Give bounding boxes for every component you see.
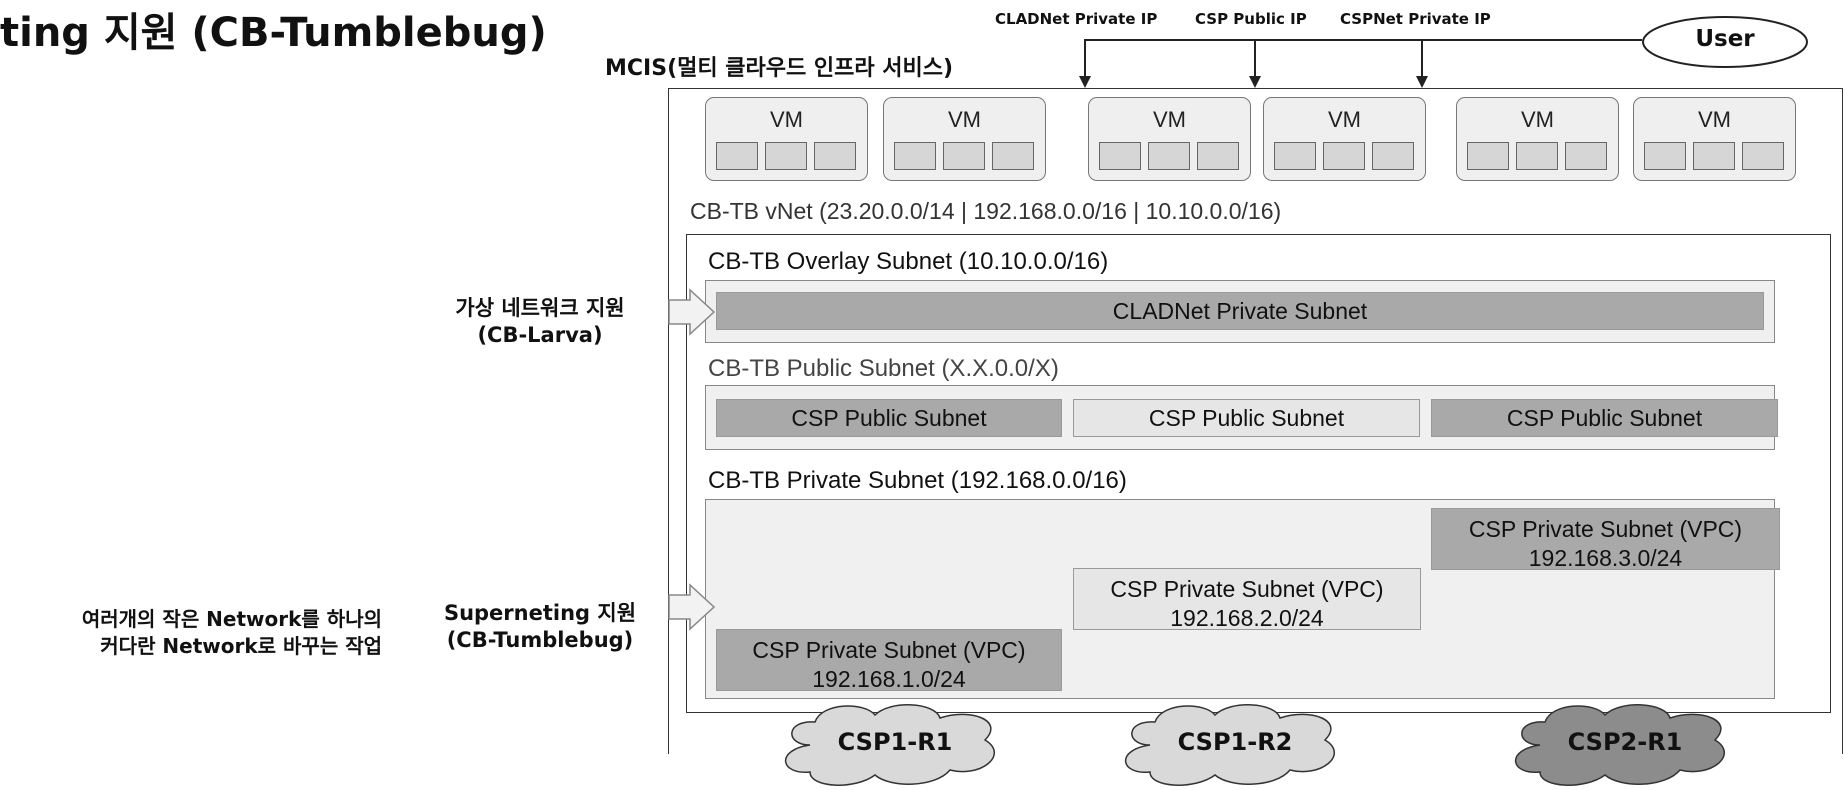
vm-label: VM bbox=[1521, 107, 1554, 132]
vm-label: VM bbox=[1698, 107, 1731, 132]
cloud-csp1-r2-icon bbox=[1124, 704, 1335, 786]
vm-slot bbox=[992, 142, 1034, 170]
vm-node: VM bbox=[705, 97, 868, 181]
csp-private-subnet-3-cidr: 192.168.3.0/24 bbox=[1528, 544, 1683, 571]
csp-private-subnet-2-cidr: 192.168.2.0/24 bbox=[1170, 604, 1324, 631]
vm-slot bbox=[1693, 142, 1735, 170]
vm-slot bbox=[1372, 142, 1414, 170]
ip-connector-lines bbox=[1079, 39, 1642, 88]
vm-slot bbox=[765, 142, 807, 170]
tumblebug-label: Superneting 지원 (CB-Tumblebug) bbox=[420, 600, 660, 655]
supernetting-note: 여러개의 작은 Network를 하나의 커다란 Network로 바꾸는 작업 bbox=[0, 606, 382, 660]
tumblebug-label-line1: Superneting 지원 bbox=[443, 601, 637, 625]
csp-public-subnet-bar: CSP Public Subnet bbox=[1073, 399, 1420, 437]
vm-slot bbox=[1516, 142, 1558, 170]
csp-public-subnet-bar: CSP Public Subnet bbox=[1431, 399, 1778, 437]
vm-slot bbox=[716, 142, 758, 170]
vm-slot bbox=[1565, 142, 1607, 170]
vm-slot bbox=[814, 142, 856, 170]
vm-slot bbox=[1099, 142, 1141, 170]
larva-label-line2: (CB-Larva) bbox=[477, 323, 603, 348]
vm-label: VM bbox=[1153, 107, 1186, 132]
mcis-container bbox=[668, 88, 1843, 754]
page-title: ting 지원 (CB-Tumblebug) bbox=[0, 10, 547, 56]
csp-private-subnet-3-name: CSP Private Subnet (VPC) bbox=[1468, 516, 1743, 542]
vm-slot bbox=[1148, 142, 1190, 170]
vm-slot bbox=[1467, 142, 1509, 170]
cloud-csp1-r2-label: CSP1-R2 bbox=[1177, 728, 1293, 756]
vm-slot bbox=[1644, 142, 1686, 170]
vm-slot bbox=[1197, 142, 1239, 170]
vm-label: VM bbox=[1328, 107, 1361, 132]
vm-label: VM bbox=[770, 107, 803, 132]
larva-arrow-icon bbox=[668, 288, 716, 336]
csp-public-subnet-bar: CSP Public Subnet bbox=[716, 399, 1062, 437]
private-subnet-label: CB-TB Private Subnet (192.168.0.0/16) bbox=[708, 467, 1127, 494]
larva-label: 가상 네트워크 지원 (CB-Larva) bbox=[420, 295, 660, 350]
cladnet-private-ip-label: CLADNet Private IP bbox=[995, 10, 1158, 28]
tumblebug-arrow-icon bbox=[668, 583, 716, 631]
vm-slot bbox=[894, 142, 936, 170]
vm-slot bbox=[1742, 142, 1784, 170]
cloud-csp2-r1-icon bbox=[1514, 704, 1725, 786]
vm-node: VM bbox=[883, 97, 1046, 181]
vm-slot bbox=[943, 142, 985, 170]
cloud-csp1-r1-icon bbox=[784, 704, 995, 786]
mcis-label: MCIS(멀티 클라우드 인프라 서비스) bbox=[605, 56, 954, 81]
csp-private-subnet-3: CSP Private Subnet (VPC) 192.168.3.0/24 bbox=[1431, 508, 1780, 571]
cloud-csp1-r1-label: CSP1-R1 bbox=[837, 728, 953, 756]
overlay-subnet-label: CB-TB Overlay Subnet (10.10.0.0/16) bbox=[708, 248, 1109, 275]
csp-private-subnet-1-name: CSP Private Subnet (VPC) bbox=[752, 637, 1026, 663]
vm-node: VM bbox=[1263, 97, 1426, 181]
tumblebug-label-line2: (CB-Tumblebug) bbox=[446, 628, 634, 653]
csp-public-ip-label: CSP Public IP bbox=[1195, 10, 1307, 28]
user-label: User bbox=[1695, 26, 1755, 52]
vnet-label: CB-TB vNet (23.20.0.0/14 | 192.168.0.0/1… bbox=[690, 198, 1282, 224]
csp-private-subnet-1-cidr: 192.168.1.0/24 bbox=[812, 665, 966, 692]
csp-private-subnet-2: CSP Private Subnet (VPC) 192.168.2.0/24 bbox=[1073, 568, 1421, 631]
user-node bbox=[1642, 16, 1808, 68]
vm-node: VM bbox=[1088, 97, 1251, 181]
vm-node: VM bbox=[1456, 97, 1619, 181]
csp-private-subnet-2-name: CSP Private Subnet (VPC) bbox=[1110, 576, 1384, 602]
vm-slot bbox=[1274, 142, 1316, 170]
cspnet-private-ip-label: CSPNet Private IP bbox=[1340, 10, 1491, 28]
public-subnet-label: CB-TB Public Subnet (X.X.0.0/X) bbox=[708, 355, 1059, 382]
supernetting-note-line2: 커다란 Network로 바꾸는 작업 bbox=[100, 634, 382, 658]
cloud-csp2-r1-label: CSP2-R1 bbox=[1567, 728, 1683, 756]
vm-slot bbox=[1323, 142, 1365, 170]
csp-private-subnet-1: CSP Private Subnet (VPC) 192.168.1.0/24 bbox=[716, 629, 1062, 692]
vm-node: VM bbox=[1633, 97, 1796, 181]
larva-label-line1: 가상 네트워크 지원 bbox=[455, 296, 625, 320]
vm-label: VM bbox=[948, 107, 981, 132]
cladnet-private-subnet-bar: CLADNet Private Subnet bbox=[716, 292, 1764, 330]
supernetting-note-line1: 여러개의 작은 Network를 하나의 bbox=[81, 607, 382, 631]
